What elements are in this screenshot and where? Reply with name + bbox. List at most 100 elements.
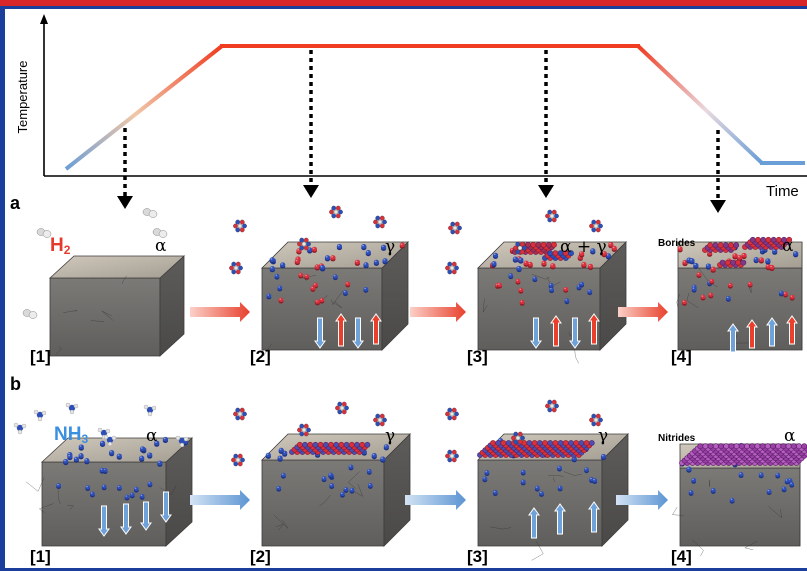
atom-highlight xyxy=(564,287,566,290)
cluster-atom xyxy=(744,443,750,450)
cluster-atom xyxy=(354,441,360,448)
arrow-shape xyxy=(550,315,562,347)
atom-body xyxy=(492,490,498,495)
row-b-phase-3: γ xyxy=(598,426,608,446)
h-atom xyxy=(158,230,168,238)
row-b-gas-label: NH3 xyxy=(54,424,88,446)
row-b-s1-arrow-down-3 xyxy=(140,501,152,531)
h-atom xyxy=(37,416,43,422)
atom-highlight xyxy=(767,489,770,492)
atom-body xyxy=(162,436,169,442)
atom-body xyxy=(601,251,607,256)
atom-highlight xyxy=(279,298,282,300)
precursor-atom xyxy=(554,213,559,219)
precursor-atom xyxy=(447,449,453,455)
atom-highlight xyxy=(267,294,270,296)
atom-highlight xyxy=(349,465,352,467)
nh3-molecule-0 xyxy=(33,409,47,422)
atom-highlight xyxy=(606,254,609,256)
bulk-atom xyxy=(691,477,697,484)
cluster-atom xyxy=(718,443,724,450)
atom-highlight xyxy=(533,277,536,279)
precursor-atom xyxy=(547,399,553,405)
cluster-atom xyxy=(765,236,772,243)
atom-highlight xyxy=(701,295,704,297)
atom-highlight xyxy=(493,253,496,256)
atom-body xyxy=(367,483,373,488)
atom-body xyxy=(73,456,80,462)
precursor-atom xyxy=(299,237,305,243)
bulk-atom xyxy=(85,485,91,492)
row-b-nitride-layer-2 xyxy=(289,441,371,455)
row-a-cube-1 xyxy=(48,255,186,357)
precursor-atom xyxy=(379,413,385,419)
atom-body xyxy=(520,469,526,475)
atom-highlight xyxy=(86,485,88,488)
surface-atom xyxy=(600,454,607,461)
atom-highlight xyxy=(102,485,105,487)
atom-body xyxy=(592,478,598,483)
atom-body xyxy=(512,256,518,262)
atom-highlight xyxy=(682,300,685,303)
atom-highlight xyxy=(776,473,778,475)
cluster-atom xyxy=(754,443,761,450)
atom-highlight xyxy=(582,262,585,265)
row-a-precursor-7 xyxy=(545,209,559,223)
atom-body xyxy=(557,465,562,470)
surface-atom xyxy=(518,257,524,264)
atom-body xyxy=(708,292,714,297)
surface-atom xyxy=(705,263,712,270)
precursor-atom xyxy=(303,423,309,429)
atom-body xyxy=(354,259,361,265)
arrow-shape xyxy=(410,302,466,322)
atom-body xyxy=(784,478,790,483)
precursor-atom xyxy=(239,219,245,225)
bulk-atom xyxy=(789,481,795,488)
arrow-shape xyxy=(335,313,347,347)
precursor-atom xyxy=(454,411,459,417)
cluster-atom xyxy=(338,441,345,448)
row-a-s2-arrow-up-red-2 xyxy=(370,313,382,345)
grain-boundaries xyxy=(672,479,783,557)
atom-body xyxy=(382,258,388,263)
row-a-phase-4: α xyxy=(782,236,794,256)
atom-highlight xyxy=(766,264,769,267)
atom-highlight xyxy=(528,262,531,265)
bulk-atom xyxy=(766,489,772,496)
atom-body xyxy=(304,274,310,279)
atom-body xyxy=(361,244,367,249)
atom-body xyxy=(737,255,743,260)
surface-atom xyxy=(590,248,596,255)
atom-highlight xyxy=(313,283,316,285)
atom-body xyxy=(343,487,349,492)
atom-body xyxy=(329,483,335,488)
grain-boundaries xyxy=(55,275,127,355)
precursor-atom xyxy=(591,413,597,419)
atom-highlight xyxy=(155,441,157,443)
atom-body xyxy=(608,242,614,247)
cluster-atom xyxy=(557,440,564,446)
atom-body xyxy=(274,273,280,279)
atom-body xyxy=(277,455,283,461)
atom-highlight xyxy=(498,438,501,441)
atom-highlight xyxy=(602,251,605,254)
cluster-atom xyxy=(707,443,714,450)
row-b-precursor-3 xyxy=(373,413,387,427)
cluster-atom xyxy=(578,440,585,446)
precursor-core xyxy=(549,403,555,409)
atom-body xyxy=(101,484,107,489)
atom-body xyxy=(563,286,569,292)
arrow-shape xyxy=(314,317,326,349)
arrow-shape xyxy=(569,317,581,349)
atom-highlight xyxy=(593,478,595,481)
precursor-atom xyxy=(242,411,247,417)
surface-atom xyxy=(682,259,688,267)
precursor-atom xyxy=(373,417,378,423)
atom-body xyxy=(311,246,317,252)
bulk-atom xyxy=(349,487,355,494)
precursor-atom xyxy=(513,245,518,251)
row-b-phase-2: γ xyxy=(385,426,395,446)
atom-highlight xyxy=(519,258,521,260)
atom-body xyxy=(277,285,283,290)
atom-body xyxy=(328,472,334,477)
